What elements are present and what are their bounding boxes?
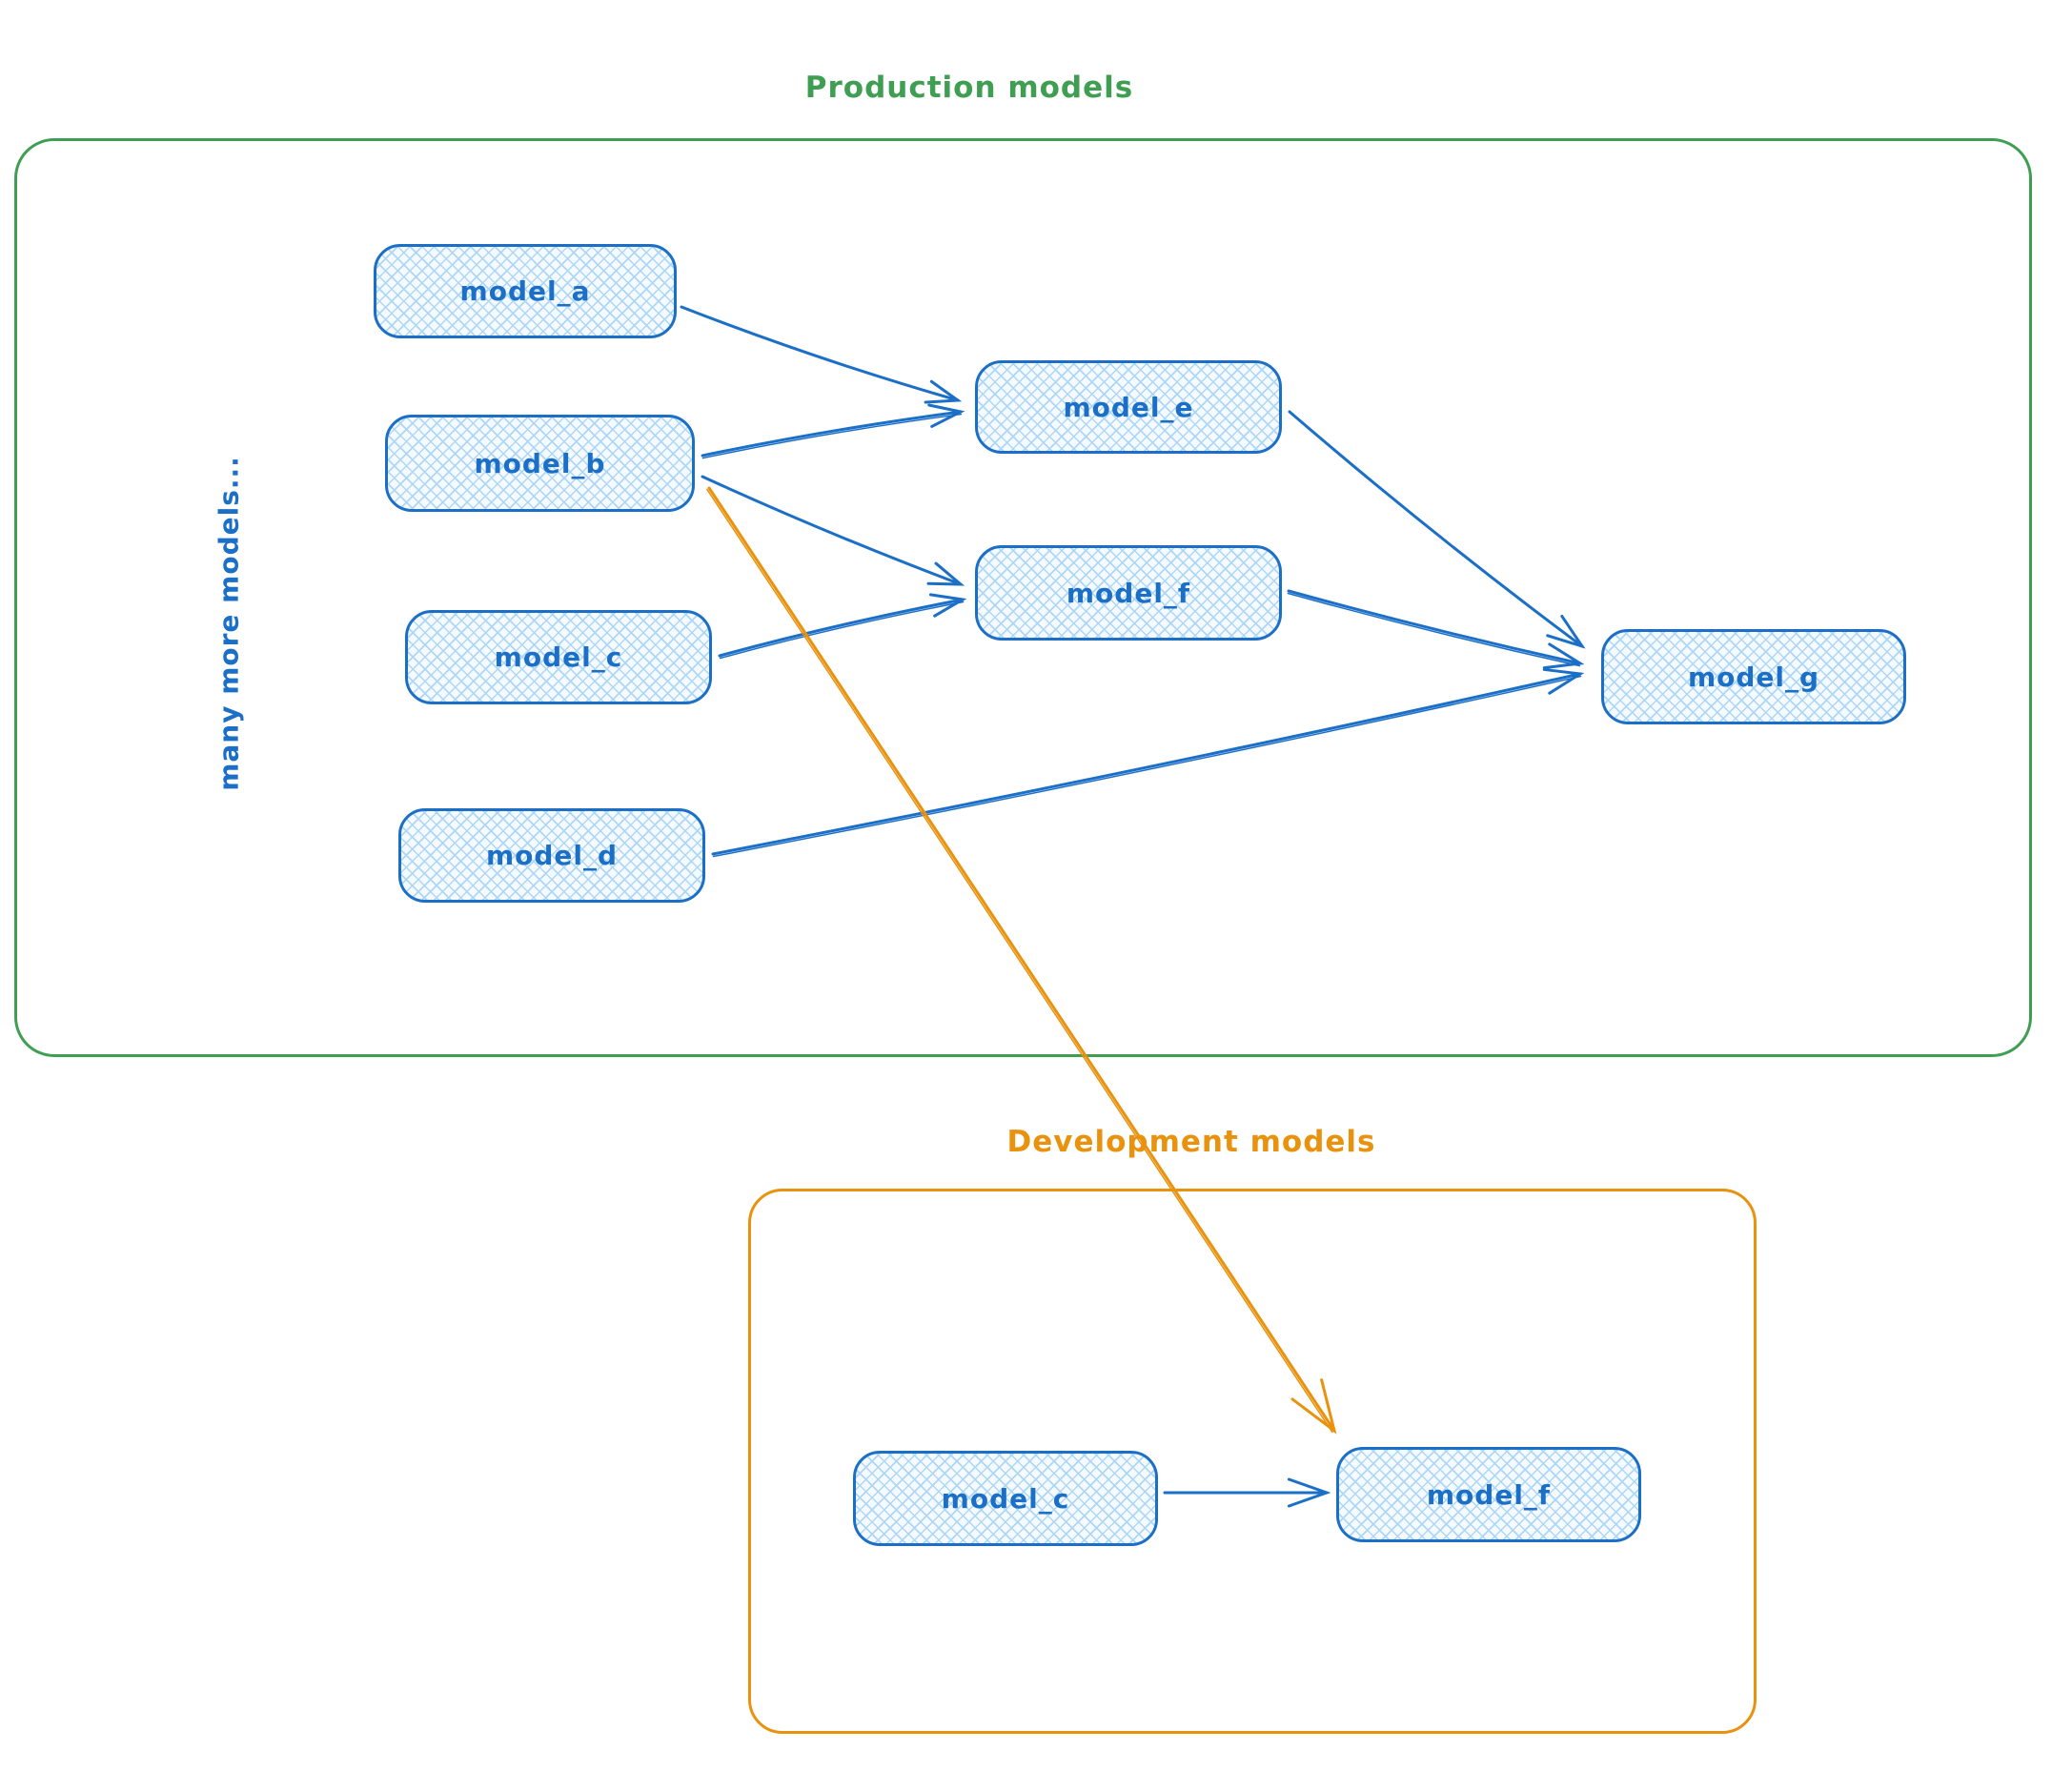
node-dev-model-f: model_f [1336, 1447, 1641, 1542]
node-dev-model-c-label: model_c [941, 1482, 1070, 1515]
node-model-e-label: model_e [1063, 391, 1194, 423]
node-model-f: model_f [975, 545, 1282, 641]
node-model-b: model_b [385, 415, 695, 512]
node-model-d-label: model_d [485, 840, 619, 871]
node-model-a: model_a [374, 244, 677, 338]
node-model-g: model_g [1601, 629, 1906, 724]
node-model-b-label: model_b [474, 447, 606, 479]
production-title: Production models [804, 71, 1134, 105]
development-title: Development models [1006, 1125, 1376, 1159]
node-dev-model-f-label: model_f [1426, 1478, 1552, 1511]
node-model-a-label: model_a [459, 275, 591, 307]
many-more-models-note: many more models... [213, 456, 245, 791]
node-model-e: model_e [975, 360, 1282, 454]
node-model-f-label: model_f [1066, 577, 1191, 609]
node-model-c-label: model_c [494, 641, 623, 673]
node-dev-model-c: model_c [853, 1451, 1158, 1546]
node-model-c: model_c [405, 610, 712, 704]
node-model-g-label: model_g [1687, 661, 1820, 693]
node-model-d: model_d [398, 808, 705, 903]
